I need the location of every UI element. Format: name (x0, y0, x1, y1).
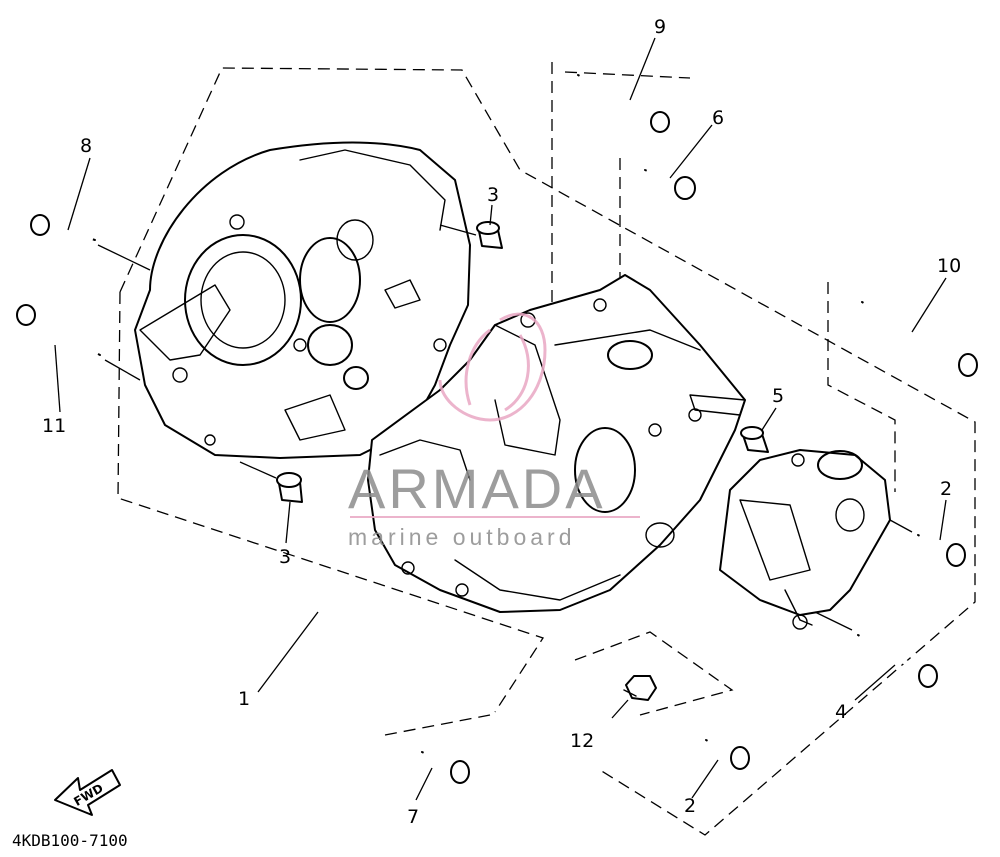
callout-12: 12 (570, 730, 594, 752)
callout-11: 11 (42, 415, 66, 437)
callout-4: 4 (835, 701, 847, 723)
watermark-tagline: marine outboard (348, 524, 576, 550)
dowel-pin-3-lower (239, 461, 303, 503)
bolt-7 (421, 749, 470, 784)
bolt-2-lower (705, 737, 750, 770)
callout-7: 7 (407, 806, 419, 828)
bolt-10 (861, 299, 978, 377)
callout-10: 10 (937, 255, 961, 277)
bolt-8 (30, 214, 151, 271)
callout-6: 6 (712, 107, 724, 129)
callout-labels: 1 2 2 2 3 3 4 5 6 7 8 9 10 11 12 (42, 16, 961, 828)
right-crankcase (367, 274, 746, 613)
bolt-2-upper (889, 519, 966, 567)
callout-2-upper: 2 (940, 478, 952, 500)
fwd-arrow: FWD (54, 769, 121, 816)
callout-9: 9 (654, 16, 666, 38)
clip-12 (611, 675, 657, 719)
watermark-brand: ARMADA (348, 457, 606, 520)
left-crankcase (134, 141, 471, 459)
bolt-9 (577, 72, 670, 133)
watermark: ARMADA marine outboard (348, 312, 640, 550)
callout-2-lower: 2 (684, 795, 696, 817)
part-code: 4KDB100-7100 (12, 831, 128, 850)
watermark-logo (438, 312, 547, 422)
callout-1: 1 (238, 688, 250, 710)
bolt-4 (814, 611, 938, 688)
callout-3-lower: 3 (279, 546, 291, 568)
callout-3-upper: 3 (487, 184, 499, 206)
bolt-6 (644, 167, 696, 200)
callout-5: 5 (772, 385, 784, 407)
dowel-pin-5 (740, 426, 769, 453)
pump-cover (719, 449, 891, 630)
dowel-pin-3-upper (439, 221, 503, 249)
callout-leaders (54, 37, 947, 801)
callout-8: 8 (80, 135, 92, 157)
bolt-11 (16, 304, 141, 381)
